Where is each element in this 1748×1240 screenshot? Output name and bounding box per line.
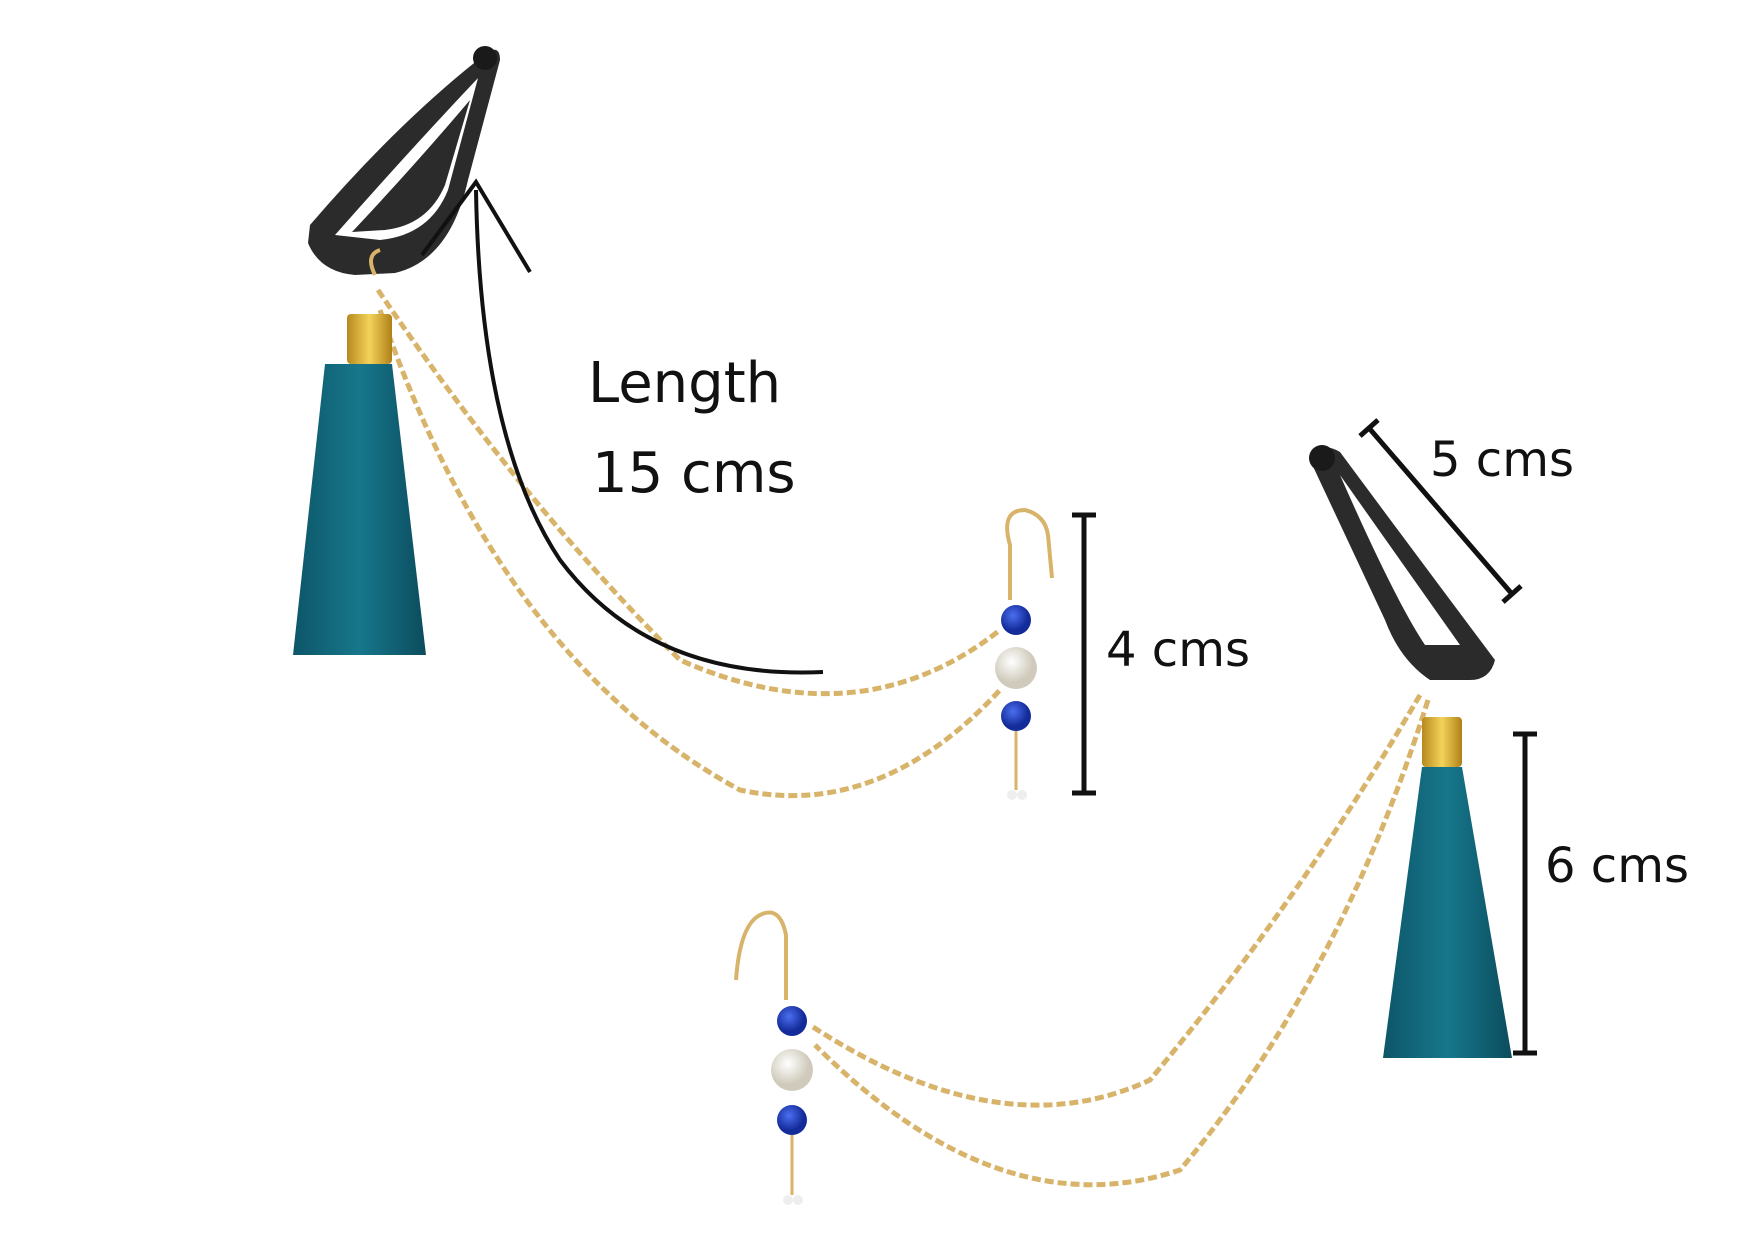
length-arrow xyxy=(420,178,824,675)
tassel-2 xyxy=(1383,717,1512,1058)
length-value: 15 cms xyxy=(592,441,796,506)
earring-1 xyxy=(995,507,1054,800)
chain-1 xyxy=(375,288,1002,799)
chain-2 xyxy=(808,693,1431,1188)
tassel-1 xyxy=(293,314,426,655)
measure-bar-4cm xyxy=(1072,512,1096,796)
tassel-length-label: 6 cms xyxy=(1545,838,1689,894)
length-label: Length xyxy=(588,351,782,416)
clip-length-label: 5 cms xyxy=(1430,432,1574,488)
earring-2 xyxy=(734,910,813,1205)
hair-clip-1 xyxy=(308,46,500,275)
measure-bar-6cm xyxy=(1513,731,1537,1056)
earring-drop-label: 4 cms xyxy=(1106,622,1250,678)
jump-ring-1 xyxy=(369,248,381,276)
hair-clip-2 xyxy=(1309,445,1495,680)
measure-bar-5cm xyxy=(1358,418,1523,604)
